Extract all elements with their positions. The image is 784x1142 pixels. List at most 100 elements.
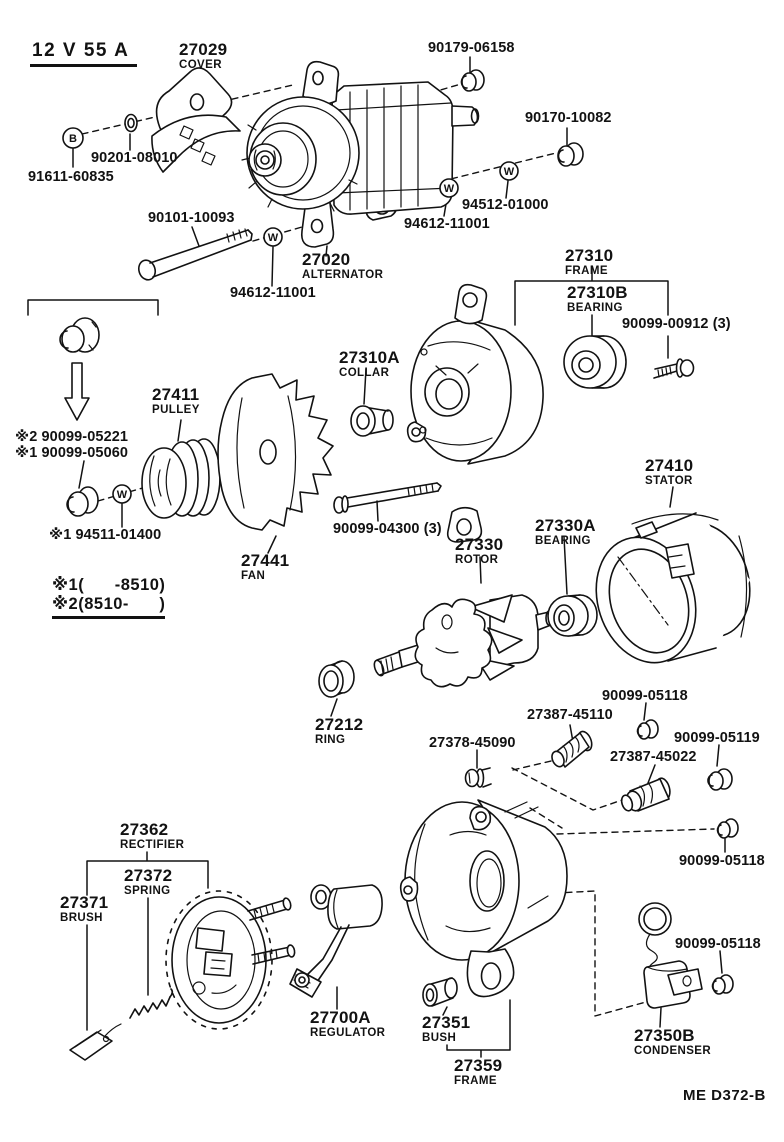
pulley-drawing (141, 438, 221, 519)
part-label-collar: 27310A COLLAR (339, 348, 400, 379)
part-number: 27362 (120, 820, 169, 839)
part-label-spring: 27372 SPRING (124, 866, 173, 897)
fastener-label-90101-10093: 90101-10093 (148, 210, 235, 226)
part-name: BEARING (567, 302, 623, 314)
part-name: FRAME (454, 1075, 497, 1087)
part-number: 27371 (60, 893, 109, 912)
frame-screw-drawing (653, 358, 695, 379)
spec-label: 12 V 55 A (30, 40, 138, 67)
part-number: 27359 (454, 1056, 503, 1075)
brush-drawing (69, 1023, 122, 1061)
part-name: COVER (179, 59, 222, 71)
part-label-brush: 27371 BRUSH (60, 893, 109, 924)
part-label-frame-rear: 27359 FRAME (454, 1056, 503, 1087)
part-number: 27029 (179, 40, 228, 59)
fastener-label-94512-01000: 94512-01000 (462, 197, 549, 213)
washer-marker-letter: W (504, 166, 515, 178)
fastener-label-90099-05118: 90099-05118 (602, 688, 688, 704)
fan-drawing (217, 373, 334, 531)
alternator-drawing (241, 60, 480, 248)
fastener-label-90099-00912: 90099-00912 (3) (622, 316, 731, 332)
fastener-label-90099-05119: 90099-05119 (674, 730, 760, 746)
pulley-nut-cluster-drawing (59, 317, 100, 517)
part-label-regulator: 27700A REGULATOR (310, 1008, 386, 1039)
part-label-frame-front: 27310 FRAME (565, 246, 614, 277)
part-number: 27310 (565, 246, 614, 265)
part-name: RING (315, 734, 346, 746)
condenser-drawing (638, 902, 703, 1009)
footnote-block: ※1( -8510) ※2(8510- ) (52, 576, 166, 619)
fastener-label-27387-45110: 27387-45110 (527, 707, 613, 723)
washer-marker-letter: W (268, 232, 279, 244)
rectifier-drawing (165, 890, 296, 1030)
part-label-bearing-front: 27310B BEARING (567, 283, 628, 314)
part-name: COLLAR (339, 367, 390, 379)
part-label-bush: 27351 BUSH (422, 1013, 471, 1044)
part-label-stator: 27410 STATOR (645, 456, 694, 487)
part-label-pulley: 27411 PULLEY (152, 385, 200, 416)
fastener-label-27387-45022: 27387-45022 (610, 749, 697, 765)
rotor-drawing (373, 594, 553, 688)
part-number: 27350B (634, 1026, 695, 1045)
fastener-label-94612-11001: 94612-11001 (404, 216, 490, 232)
part-label-bearing-rear: 27330A BEARING (535, 516, 596, 547)
fastener-label-90201-08010: 90201-08010 (91, 150, 178, 166)
part-name: CONDENSER (634, 1045, 712, 1057)
fastener-label-90099-05118: 90099-05118 (679, 853, 765, 869)
fastener-label-90179-06158: 90179-06158 (428, 40, 515, 56)
fastener-label-90170-10082: 90170-10082 (525, 110, 612, 126)
part-name: FRAME (565, 265, 608, 277)
fastener-label-94511-01400: ※1 94511-01400 (49, 527, 162, 543)
cover-drawing (151, 67, 241, 173)
part-number: 27441 (241, 551, 290, 570)
part-label-ring: 27212 RING (315, 715, 364, 746)
bolt-marker-letter: B (69, 133, 77, 145)
part-label-condenser: 27350B CONDENSER (634, 1026, 712, 1057)
rear-frame-drawing (399, 799, 568, 1007)
plate-code: ME D372-B (683, 1087, 766, 1104)
part-number: 27410 (645, 456, 694, 475)
leader-lines (27, 56, 726, 1058)
part-label-cover: 27029 COVER (179, 40, 228, 71)
part-name: PULLEY (152, 404, 200, 416)
washer-marker-letter: W (444, 183, 455, 195)
part-number: 27330 (455, 535, 504, 554)
footnote-line-2: ※2(8510- ) (52, 595, 166, 613)
part-name: BEARING (535, 535, 591, 547)
part-name: FAN (241, 570, 266, 582)
fastener-label-90099-05118: 90099-05118 (675, 936, 761, 952)
part-number: 27411 (152, 385, 200, 404)
circled-markers (62, 127, 519, 504)
part-number: 27330A (535, 516, 596, 535)
through-bolt-drawing (333, 482, 442, 514)
spring-drawing (129, 988, 174, 1019)
front-frame-drawing (406, 283, 544, 543)
part-label-rectifier: 27362 RECTIFIER (120, 820, 185, 851)
fastener-label-94612-11001: 94612-11001 (230, 285, 316, 301)
fastener-label-90099-04300: 90099-04300 (3) (333, 521, 442, 537)
part-number: 27212 (315, 715, 364, 734)
part-name: BUSH (422, 1032, 457, 1044)
fastener-label-91611-60835: 91611-60835 (28, 169, 114, 185)
collar-drawing (350, 405, 394, 437)
fastener-label-90099-05221: ※2 90099-05221 (15, 429, 129, 445)
ring-drawing (318, 660, 355, 698)
washer-marker-letter: W (117, 489, 128, 501)
part-name: RECTIFIER (120, 839, 185, 851)
part-number: 27700A (310, 1008, 371, 1027)
part-number: 27310B (567, 283, 628, 302)
part-number: 27372 (124, 866, 173, 885)
part-number: 27020 (302, 250, 351, 269)
part-label-fan: 27441 FAN (241, 551, 290, 582)
part-number: 27310A (339, 348, 400, 367)
regulator-drawing (289, 884, 383, 998)
part-name: SPRING (124, 885, 171, 897)
part-name: REGULATOR (310, 1027, 386, 1039)
part-name: BRUSH (60, 912, 103, 924)
top-fasteners-drawing (124, 69, 584, 281)
part-number: 27351 (422, 1013, 471, 1032)
part-name: ALTERNATOR (302, 269, 384, 281)
fastener-label-27378-45090: 27378-45090 (429, 735, 516, 751)
